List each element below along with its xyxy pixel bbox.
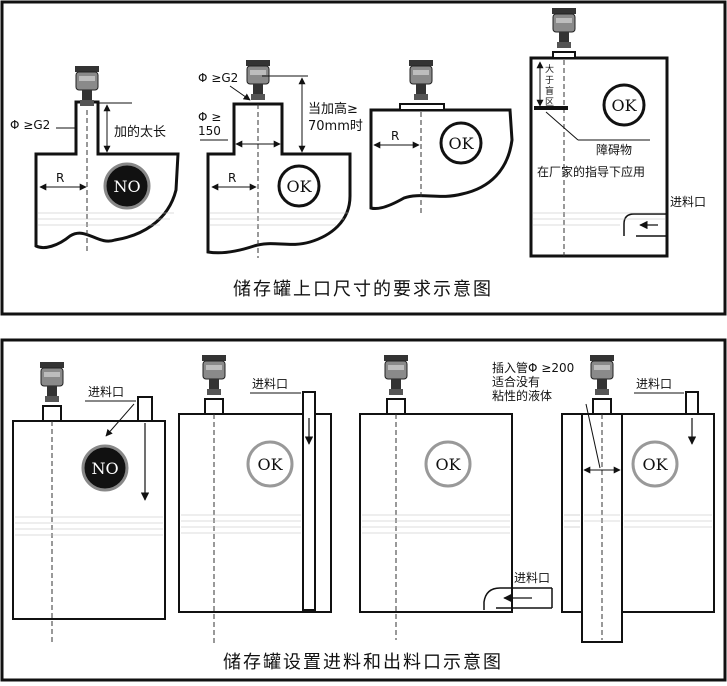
flange	[552, 51, 576, 59]
sensor-icon	[589, 354, 615, 396]
ok-badge	[631, 440, 679, 488]
nozzle	[204, 398, 224, 415]
height-label-a: 当加高≥	[308, 101, 358, 117]
no-label: NO	[91, 459, 118, 478]
obstacle-label: 障碍物	[596, 142, 632, 157]
liquid-lines	[533, 212, 665, 226]
inlet-label: 进料口	[514, 571, 550, 585]
ok-label: OK	[257, 455, 283, 474]
ok-label: OK	[611, 96, 637, 115]
pipe-leader	[585, 403, 601, 469]
ok-badge	[602, 83, 646, 127]
sensor-icon	[201, 354, 227, 396]
liquid-lines	[564, 514, 712, 528]
nozzle	[386, 398, 406, 415]
too-long-label: 加的太长	[114, 124, 166, 140]
bottom-tank-1-outline	[12, 420, 166, 620]
top-tank-3-outline	[369, 108, 514, 210]
r-label: R	[228, 171, 236, 185]
liquid-lines	[210, 212, 348, 226]
blind-zone-char-2: 于	[545, 75, 554, 86]
bottom-tank-2: 进料口 OK	[178, 354, 332, 645]
ok-badge	[277, 164, 321, 208]
sensor-icon	[408, 59, 434, 101]
ok-badge	[246, 440, 294, 488]
inlet-label: 进料口	[88, 385, 124, 399]
top-caption: 储存罐上口尺寸的要求示意图	[233, 279, 493, 300]
bottom-tank-3-outline	[359, 413, 513, 613]
ok-label: OK	[642, 455, 668, 474]
ok-label: OK	[435, 455, 461, 474]
bottom-tank-4: 插入管Φ ≥200 适合没有 粘性的液体 进料口 OK	[492, 354, 715, 643]
top-panel-border	[0, 0, 727, 316]
top-panel: Φ ≥G2 加的太长 R NO Φ ≥G2 Φ ≥ 150 当加高≥	[0, 0, 727, 316]
leader-arrow	[229, 85, 251, 101]
pipe-label-b: 适合没有	[492, 374, 540, 389]
r-label: R	[391, 129, 399, 143]
inlet-pipe-top	[483, 587, 552, 610]
top-tank-3: R OK	[369, 59, 514, 214]
no-label: NO	[113, 177, 140, 196]
top-tank-4: 大 于 盲 区 障碍物 在厂家的指导下应用 OK 进料口	[529, 7, 706, 258]
ok-badge	[439, 121, 483, 165]
ok-label: OK	[286, 177, 312, 196]
blind-zone-char-1: 大	[545, 63, 554, 75]
pipe-label-a: 插入管Φ ≥200	[492, 360, 574, 375]
ok-badge	[424, 440, 472, 488]
liquid-lines	[362, 514, 510, 534]
bottom-tank-1: 进料口 NO	[12, 361, 166, 645]
sensor-icon	[383, 354, 409, 396]
no-badge	[81, 444, 129, 492]
dip-pipe	[302, 391, 316, 611]
sensor-icon	[39, 361, 65, 403]
flange	[399, 103, 445, 111]
ok-label: OK	[448, 134, 474, 153]
phi-g2-label-2: Φ ≥G2	[198, 71, 238, 85]
sensor-icon	[551, 7, 577, 49]
liquid-lines	[15, 516, 163, 536]
nozzle	[42, 405, 62, 422]
nozzle	[592, 398, 612, 415]
inlet-label: 进料口	[670, 195, 706, 209]
sensor-icon	[245, 59, 271, 101]
phi-g2-label: Φ ≥G2	[10, 118, 50, 132]
bottom-caption: 储存罐设置进料和出料口示意图	[223, 652, 503, 673]
inlet-pipe-top	[623, 213, 667, 236]
top-tank-2: Φ ≥G2 Φ ≥ 150 当加高≥ 70mm时 R OK	[198, 59, 363, 258]
inlet-nozzle	[685, 391, 699, 415]
obstacle-leader	[545, 111, 579, 141]
bottom-tank-3: OK 进料口	[359, 354, 553, 640]
phi-150-label-a: Φ ≥	[198, 110, 221, 124]
blind-zone-char-3: 盲	[545, 85, 554, 97]
liquid-lines	[181, 514, 301, 534]
no-badge	[103, 162, 151, 210]
inlet-label: 进料口	[636, 377, 672, 391]
inlet-nozzle	[137, 396, 153, 422]
pipe-label-c: 粘性的液体	[492, 388, 552, 403]
bottom-panel: 进料口 NO 进料口 OK	[0, 338, 727, 682]
inlet-label: 进料口	[252, 377, 288, 391]
bottom-panel-border	[0, 338, 727, 682]
top-tank-1: Φ ≥G2 加的太长 R NO	[10, 65, 180, 252]
inlet-leader-arrow	[105, 403, 135, 437]
blind-zone-char-4: 区	[545, 97, 554, 108]
r-label: R	[56, 171, 64, 185]
liquid-lines	[38, 212, 174, 226]
sensor-icon	[74, 65, 100, 107]
phi-150-label-b: 150	[198, 124, 221, 138]
height-label-b: 70mm时	[308, 119, 363, 134]
factory-guidance-label: 在厂家的指导下应用	[537, 164, 645, 179]
